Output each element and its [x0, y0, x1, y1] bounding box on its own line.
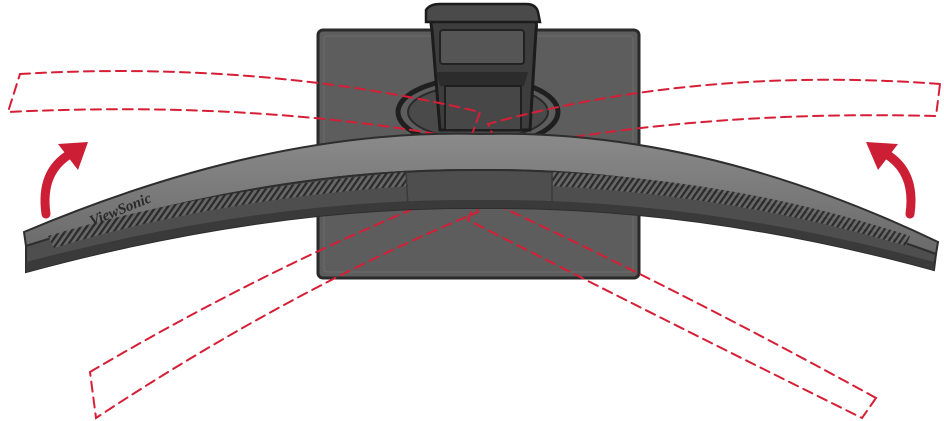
- curved-monitor: ViewSonic: [22, 132, 940, 274]
- vent-grille-left: [48, 172, 408, 248]
- swivel-left-arrow-icon: [40, 142, 88, 219]
- vent-grille-right: [552, 172, 910, 246]
- swivel-right-arrow-icon: [866, 142, 916, 219]
- swivel-outline-left-front: [88, 184, 480, 420]
- stand-neck: [424, 2, 542, 132]
- swivel-outline-right-front: [466, 194, 878, 420]
- monitor-bottom-lip: [26, 199, 934, 272]
- swivel-outline-left-back: [6, 70, 482, 142]
